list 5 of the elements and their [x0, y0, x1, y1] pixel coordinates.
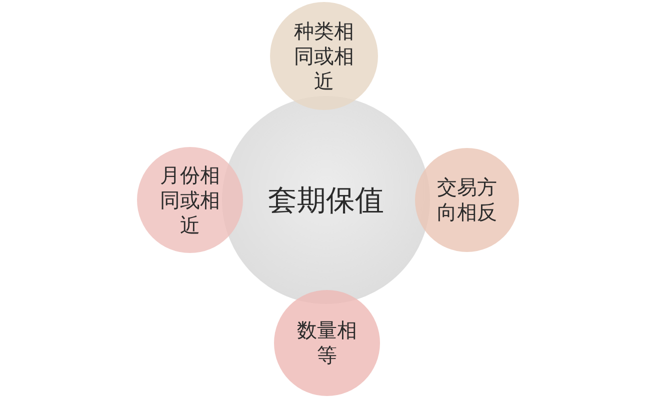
circle-label: 种类相同或相近 [294, 18, 354, 94]
circle-label: 月份相同或相近 [160, 162, 220, 238]
circle-label: 交易方向相反 [436, 175, 498, 225]
circle-label: 套期保值 [268, 182, 384, 218]
circle-label: 数量相等 [296, 318, 358, 368]
